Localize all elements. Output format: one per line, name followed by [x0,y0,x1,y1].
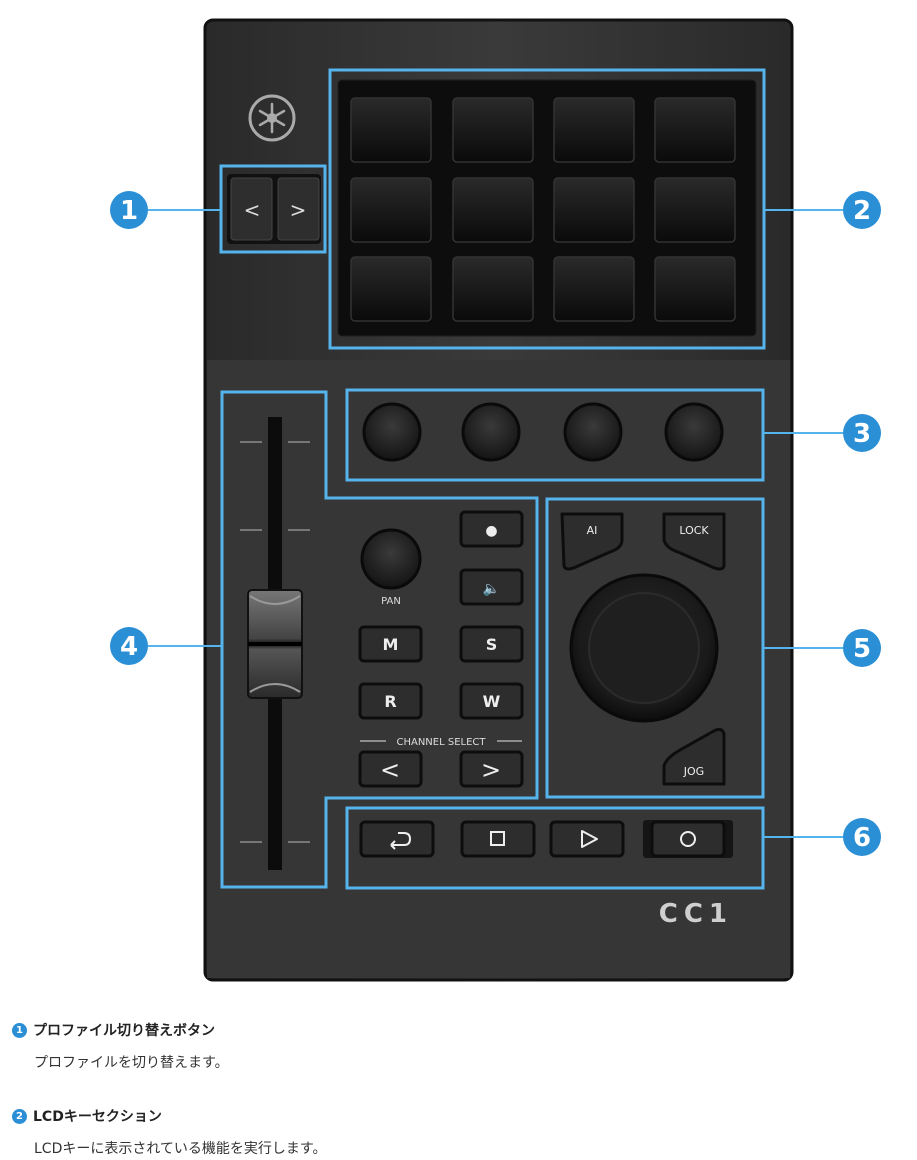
lcd-key[interactable] [553,97,635,163]
legend-title: プロファイル切り替えボタン [33,1023,215,1039]
legend-number-badge: 1 [12,1022,27,1038]
transport-section [345,806,765,890]
record-icon [680,831,696,847]
legend-description: プロファイルを切り替えます。 [34,1055,229,1071]
lcd-key[interactable] [452,177,534,243]
lcd-key[interactable] [553,256,635,322]
legend-description: LCDキーに表示されている機能を実行します。 [34,1141,327,1157]
jog-section: AI LOCK JOG [545,497,765,799]
record-arm-button[interactable] [459,510,524,548]
lcd-key[interactable] [654,177,736,243]
encoder-knob[interactable] [664,402,724,462]
callout-badge [843,191,881,229]
callout-badge [843,629,881,667]
lcd-key[interactable] [553,177,635,243]
legend-item: 2 LCDキーセクション LCDキーに表示されている機能を実行します。 [12,1106,327,1158]
record-button[interactable] [650,820,726,858]
callout-number: 3 [853,419,871,449]
play-button[interactable] [549,820,625,858]
write-label: W [483,692,501,711]
lcd-key-section [328,68,766,350]
play-icon [581,830,598,848]
lcd-key[interactable] [350,177,432,243]
profile-prev-button[interactable] [230,177,273,241]
encoder-knob[interactable] [461,402,521,462]
cc1-device-diagram: < > PAN ● 🔈 M S R W [110,18,881,982]
callout-number: 4 [120,632,138,662]
monitor-label: 🔈 [483,581,500,597]
lock-button[interactable] [662,512,726,571]
cycle-button[interactable] [359,820,435,858]
profile-switch-section: < > [219,164,327,254]
encoder-knob[interactable] [563,402,623,462]
mute-button[interactable] [358,625,423,663]
channel-select-label: CHANNEL SELECT [396,737,486,748]
callout-number: 1 [120,196,138,226]
jog-button[interactable] [662,727,726,786]
encoder-knob[interactable] [362,402,422,462]
callout-badge [110,191,148,229]
yamaha-logo-icon [248,94,296,142]
legend-title: LCDキーセクション [33,1109,162,1125]
knob-section [345,388,765,482]
profile-next-label: > [290,198,307,222]
channel-select-next-label: > [481,756,501,784]
ai-button[interactable] [560,512,624,571]
read-button[interactable] [358,682,423,720]
cycle-icon [390,832,412,850]
lcd-key[interactable] [350,256,432,322]
monitor-button[interactable] [459,568,524,606]
pan-knob[interactable] [360,528,422,590]
lcd-key[interactable] [654,97,736,163]
write-button[interactable] [459,682,524,720]
channel-select-prev-button[interactable] [358,750,423,788]
lock-label: LOCK [679,524,709,537]
callout-number: 5 [853,634,871,664]
callout-number: 6 [853,823,871,853]
callout-badge [843,818,881,856]
pan-label: PAN [381,596,401,607]
profile-next-button[interactable] [277,177,320,241]
callout-badge [843,414,881,452]
channel-select-prev-label: < [380,756,400,784]
model-logo: CC1 [659,899,733,929]
lcd-key[interactable] [654,256,736,322]
lcd-key[interactable] [350,97,432,163]
callout-number: 2 [853,196,871,226]
legend-item: 1 プロファイル切り替えボタン プロファイルを切り替えます。 [12,1020,229,1072]
callout-badge [110,627,148,665]
lcd-key[interactable] [452,256,534,322]
channel-select-next-button[interactable] [459,750,524,788]
mute-label: M [383,635,399,654]
profile-prev-label: < [244,198,261,222]
ai-label: AI [587,524,598,537]
channel-strip-section: PAN ● 🔈 M S R W CHANNEL SELECT < > [220,390,539,889]
jog-label: JOG [683,765,704,778]
fader-knob[interactable] [247,589,303,699]
stop-icon [490,831,505,846]
read-label: R [384,692,396,711]
record-arm-label: ● [485,523,497,539]
stop-button[interactable] [460,820,536,858]
legend-number-badge: 2 [12,1108,27,1124]
lcd-key[interactable] [452,97,534,163]
solo-label: S [486,635,498,654]
solo-button[interactable] [459,625,524,663]
